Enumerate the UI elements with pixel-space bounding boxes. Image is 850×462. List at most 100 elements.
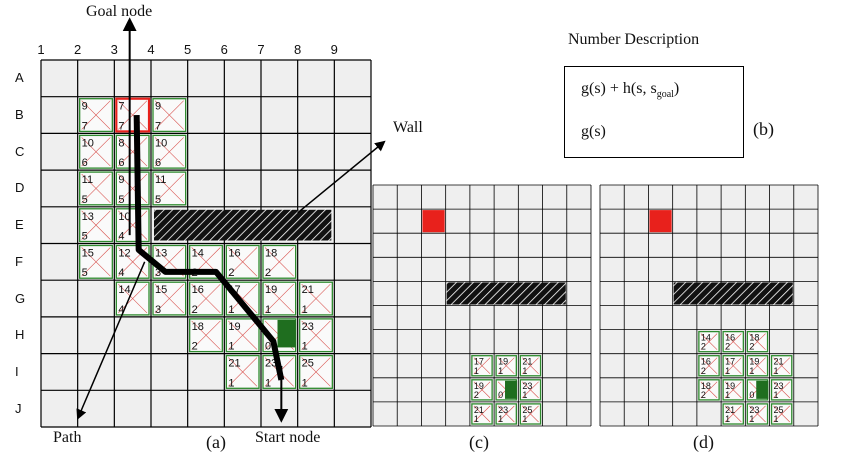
expanded-cell: 86 bbox=[115, 134, 150, 169]
found-path bbox=[133, 115, 285, 381]
cell-diagonal bbox=[522, 357, 539, 375]
cell-f-value: 8 bbox=[118, 137, 124, 149]
cell-f-value: 21 bbox=[774, 357, 784, 367]
cell-diagonal bbox=[700, 381, 718, 399]
expanded-cell: 135 bbox=[79, 208, 113, 243]
cell-g-value: 1 bbox=[749, 366, 754, 376]
cell-diagonal bbox=[154, 247, 184, 277]
number-description-title: Number Description bbox=[568, 31, 700, 48]
cell-diagonal bbox=[154, 137, 184, 167]
expanded-cell: 162 bbox=[225, 244, 260, 279]
cell-g-value: 6 bbox=[82, 157, 88, 169]
expanded-cell: 211 bbox=[471, 403, 493, 425]
cell-g-value: 1 bbox=[749, 414, 754, 424]
panel-b-label: (b) bbox=[753, 119, 774, 139]
cell-g-value: 1 bbox=[265, 377, 271, 389]
cell-g-value: 2 bbox=[701, 390, 706, 400]
cell-f-value: 15 bbox=[82, 248, 94, 260]
cell-g-value: 2 bbox=[192, 341, 198, 353]
cell-diagonal bbox=[301, 283, 331, 314]
expanded-cell: 231 bbox=[746, 403, 769, 425]
cell-f-value: 10 bbox=[118, 211, 130, 223]
start-node-cell: 0 bbox=[746, 379, 769, 401]
cell-g-value: 1 bbox=[725, 390, 730, 400]
panel-d-label: (d) bbox=[693, 432, 714, 452]
cell-g-value: 1 bbox=[228, 377, 234, 389]
cell-diagonal bbox=[154, 173, 184, 204]
cell-diagonal bbox=[118, 283, 148, 314]
expanded-cell: 97 bbox=[152, 98, 187, 132]
cell-f-value: 19 bbox=[265, 284, 277, 296]
column-label: 3 bbox=[110, 42, 118, 57]
column-label: 4 bbox=[147, 42, 155, 57]
expanded-cell: 211 bbox=[519, 355, 542, 377]
start-node-label: Start node bbox=[255, 429, 321, 446]
cell-g-value: 1 bbox=[498, 366, 503, 376]
cell-f-value: 23 bbox=[774, 381, 784, 391]
cell-f-value: 15 bbox=[155, 284, 167, 296]
expanded-cell: 182 bbox=[189, 318, 223, 353]
cell-f-value: 14 bbox=[118, 284, 130, 296]
cell-f-value: 21 bbox=[522, 357, 532, 367]
cell-diagonal bbox=[522, 405, 539, 423]
expanded-cell: 106 bbox=[79, 134, 113, 169]
cell-diagonal bbox=[773, 381, 790, 399]
cell-f-value: 11 bbox=[155, 174, 166, 186]
panel-a-label: (a) bbox=[206, 432, 226, 452]
cell-diagonal bbox=[81, 210, 111, 240]
cell-f-value: 14 bbox=[701, 333, 711, 343]
expanded-cell: 191 bbox=[722, 379, 744, 401]
cell-g-value: 0 bbox=[498, 390, 503, 400]
cell-g-value: 5 bbox=[155, 194, 161, 206]
start-node-cell: 0 bbox=[495, 379, 518, 401]
cell-f-value: 17 bbox=[474, 357, 484, 367]
cell-g-value: 1 bbox=[522, 366, 527, 376]
wall-label: Wall bbox=[393, 119, 423, 136]
panel-c-label: (c) bbox=[469, 432, 489, 452]
cell-g-value: 3 bbox=[155, 267, 161, 279]
column-label: 9 bbox=[330, 42, 338, 57]
column-label: 6 bbox=[220, 42, 228, 57]
cell-f-value: 21 bbox=[725, 405, 735, 415]
cell-diagonal bbox=[724, 333, 742, 350]
cell-f-value: 18 bbox=[701, 381, 711, 391]
goal-node bbox=[422, 210, 445, 233]
cell-f-value: 19 bbox=[749, 357, 759, 367]
row-label: D bbox=[15, 180, 25, 196]
cell-diagonal bbox=[724, 405, 742, 423]
expanded-cell: 171 bbox=[722, 355, 744, 377]
column-label: 5 bbox=[184, 42, 192, 57]
cell-g-value: 1 bbox=[474, 414, 479, 424]
expanded-cell: 192 bbox=[471, 379, 493, 401]
expanded-cell: 171 bbox=[471, 355, 493, 377]
expanded-cell: 182 bbox=[698, 379, 720, 401]
expanded-cell: 162 bbox=[722, 330, 744, 353]
cell-diagonal bbox=[700, 333, 718, 350]
row-label: F bbox=[15, 253, 23, 269]
expanded-cell: 231 bbox=[299, 318, 333, 353]
cell-g-value: 2 bbox=[749, 342, 754, 352]
cell-diagonal bbox=[749, 357, 766, 375]
start-marker bbox=[277, 319, 296, 348]
cell-diagonal bbox=[154, 283, 184, 314]
expanded-cell: 153 bbox=[152, 281, 187, 316]
cell-diagonal bbox=[118, 137, 148, 167]
cell-f-value: 16 bbox=[725, 333, 735, 343]
cell-g-value: 1 bbox=[474, 366, 479, 376]
expanded-cell: 162 bbox=[189, 281, 223, 316]
column-label: 1 bbox=[37, 42, 45, 57]
cell-f-value: 18 bbox=[749, 333, 759, 343]
cell-f-value: 21 bbox=[302, 284, 314, 296]
cell-g-value: 1 bbox=[725, 414, 730, 424]
annotation-arrows bbox=[76, 17, 386, 423]
expanded-cell: 211 bbox=[722, 403, 744, 425]
cell-diagonal bbox=[301, 357, 331, 387]
cell-diagonal bbox=[118, 173, 148, 204]
cell-g-value: 1 bbox=[522, 414, 527, 424]
expanded-cell: 182 bbox=[262, 244, 297, 279]
expanded-cell: 144 bbox=[115, 281, 150, 316]
cell-g-value: 7 bbox=[155, 120, 161, 132]
cell-f-value: 11 bbox=[82, 174, 93, 186]
cell-f-value: 16 bbox=[228, 248, 240, 260]
